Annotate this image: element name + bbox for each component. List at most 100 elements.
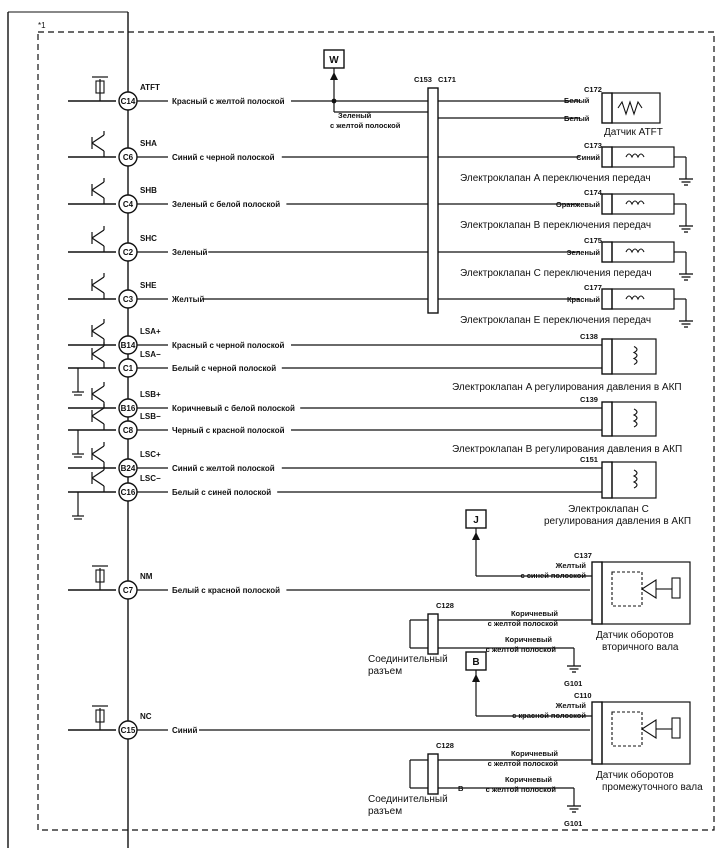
signal-label: LSA− (140, 350, 161, 359)
pin-switch-symbol (68, 273, 116, 300)
w-branch-line1: Зеленый (338, 111, 372, 120)
signal-label: SHE (140, 281, 157, 290)
solenoid-name: Электроклапан B переключения передач (460, 220, 651, 231)
pin-switch-symbol (68, 178, 116, 205)
wire-color: Зеленый (172, 248, 208, 257)
bus-connector: C153 C171 (414, 75, 456, 314)
wire-color: Черный с красной полоской (172, 426, 285, 435)
sensor-wire-line2: с синей полоской (520, 571, 586, 580)
pin-row-c2: C2 SHC Зеленый (68, 226, 428, 262)
dashed-frame (37, 31, 715, 831)
sensor-name-line1: Датчик оборотов (596, 629, 674, 641)
joint-label-line2: разъем (368, 806, 402, 817)
joint-label-line1: Соединительный (368, 654, 448, 665)
pin-switch-symbol (68, 442, 116, 469)
signal-label: LSB− (140, 412, 161, 421)
bus-left-label: C153 (414, 75, 432, 84)
joint-conn: C128 (436, 741, 454, 750)
pin-row-c3: C3 SHE Желтый (68, 273, 428, 309)
solenoid-conn: C174 (584, 188, 603, 197)
pin-label: C3 (123, 295, 134, 304)
signal-label: SHB (140, 186, 157, 195)
solenoid-conn: C138 (580, 332, 598, 341)
joint-wire1-line1: Коричневый (511, 609, 558, 618)
connector-w-label: W (329, 55, 339, 66)
solenoid-name-line1: Электроклапан C (568, 504, 649, 515)
pin-label: C7 (123, 586, 134, 595)
pin-label: B16 (121, 404, 136, 413)
pin-switch-symbol (68, 131, 116, 158)
pin-label: C8 (123, 426, 134, 435)
wire-color: Красный с черной полоской (172, 341, 284, 350)
wire-color: Желтый (171, 295, 205, 304)
wire-color: Белый с черной полоской (172, 364, 276, 373)
wire-color: Синий с желтой полоской (172, 464, 275, 473)
sensor-name-line1: Датчик оборотов (596, 769, 674, 781)
solenoid-name: Электроклапан E переключения передач (460, 315, 651, 326)
atft-wire1: Белый (564, 96, 590, 105)
pin-row-c8: C8 LSB− Черный с красной полоской (68, 404, 602, 458)
joint-label-line2: разъем (368, 666, 402, 677)
pin-switch-symbol (68, 705, 116, 731)
sensor-name-line2: вторичного вала (602, 642, 679, 653)
atft-name: Датчик ATFT (604, 127, 663, 138)
wire-color: Синий с черной полоской (172, 153, 275, 162)
pin-switch-symbol (68, 404, 116, 458)
solenoid-name: Электроклапан C переключения передач (460, 268, 652, 279)
pin-switch-symbol (68, 226, 116, 253)
solenoid-conn: C139 (580, 395, 598, 404)
solenoid-wire: Красный (567, 295, 600, 304)
wire-mark: B (458, 784, 464, 793)
joint-wire2-line1: Коричневый (505, 635, 552, 644)
atft-wire2: Белый (564, 114, 590, 123)
signal-label: LSA+ (140, 327, 161, 336)
bus-right-label: C171 (438, 75, 456, 84)
sensor-wire-line2: с красной полоской (512, 711, 586, 720)
solenoid-name: Электроклапан B регулирования давления в… (452, 444, 682, 455)
signal-label: SHC (140, 234, 157, 243)
pin-row-b14: B14 LSA+ Красный с черной полоской (68, 319, 602, 355)
wire-color: Зеленый с белой полоской (172, 200, 280, 209)
sensor-wire-line1: Желтый (555, 561, 587, 570)
atft-sensor: C172 Белый Белый Датчик ATFT (438, 85, 663, 138)
connector-box-label: B (472, 657, 479, 668)
joint-wire1-line2: с желтой полоской (488, 619, 559, 628)
solenoid-conn: C177 (584, 283, 602, 292)
signal-label: LSC− (140, 474, 161, 483)
wire-color: Синий (172, 726, 197, 735)
atft-conn: C172 (584, 85, 602, 94)
pin-label: B14 (121, 341, 136, 350)
pin-switch-symbol (68, 565, 116, 591)
pin-label: C2 (123, 248, 134, 257)
joint-wire2-line2: с желтой полоской (486, 645, 557, 654)
joint-wire1-line1: Коричневый (511, 749, 558, 758)
pin-label: B24 (121, 464, 136, 473)
pin-label: C14 (121, 97, 136, 106)
sensor-name-line2: промежуточного вала (602, 782, 703, 793)
sensor-conn: C110 (574, 691, 592, 700)
solenoid-wire: Оранжевый (556, 200, 601, 209)
solenoid-name: Электроклапан A регулирования давления в… (452, 382, 682, 393)
solenoid-wire: Синий (576, 153, 600, 162)
wire-color: Коричневый с белой полоской (172, 404, 295, 413)
signal-label: NC (140, 712, 152, 721)
